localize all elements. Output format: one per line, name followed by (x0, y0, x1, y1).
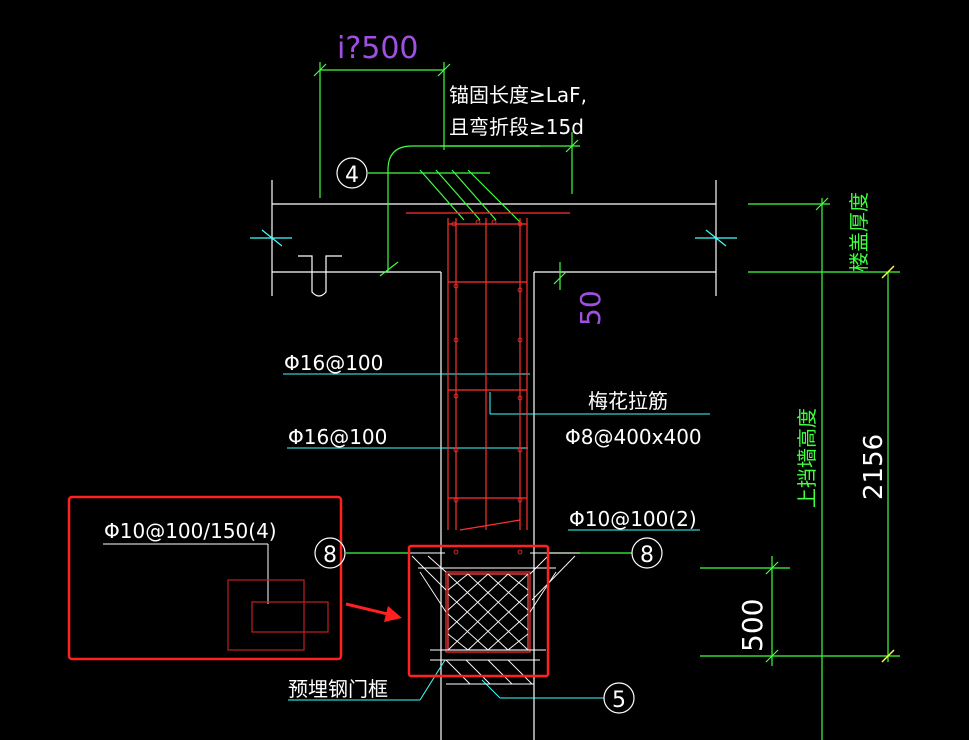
lintel-hatch (410, 552, 580, 685)
highlight-annotations (67, 495, 550, 678)
marker-4-circle (336, 157, 368, 189)
break-symbols (250, 229, 737, 247)
stirrup-spec-text: Φ10@100(2) (569, 507, 697, 531)
dim-50-text: 50 (574, 290, 607, 326)
rebar-spec-2: Φ16@100 (288, 425, 387, 449)
marker-8-left-label: 8 (323, 543, 337, 568)
tie-spec-text: Φ8@400x400 (565, 425, 702, 449)
dim-2156-text: 2156 (859, 434, 889, 500)
wall-height-text: 上挡墙高度 (795, 408, 819, 508)
yellow-ticks (881, 265, 895, 663)
anchor-note-line1: 锚固长度≥LaF, (449, 83, 587, 107)
marker-8-left-circle (314, 537, 346, 569)
marker-5-circle (603, 682, 635, 714)
marker-8-right-label: 8 (640, 543, 654, 568)
pointer-arrow-head (384, 606, 402, 622)
circle-markers (314, 157, 663, 714)
rebar-spec-1: Φ16@100 (284, 351, 383, 375)
marker-8-right-circle (631, 537, 663, 569)
tie-title-text: 梅花拉筋 (588, 389, 668, 413)
detail-spec-text: Φ10@100/150(4) (104, 519, 277, 543)
cyan-leaders (283, 373, 710, 701)
anchor-note-line2: 且弯折段≥15d (449, 115, 584, 139)
embedded-frame-text: 预埋钢门框 (288, 677, 388, 701)
slab-thickness-text: 楼盖厚度 (847, 192, 871, 272)
marker-5-label: 5 (612, 688, 626, 713)
marker-4-label: 4 (345, 163, 359, 188)
green-lines (313, 62, 900, 740)
detail-sketch (103, 543, 329, 651)
bar-dots (451, 219, 523, 555)
dim-500-text: 500 (736, 599, 769, 652)
detail-highlight-box (67, 495, 343, 661)
top-dimension-text: i?500 (337, 31, 419, 66)
lintel-highlight-box (407, 544, 550, 678)
